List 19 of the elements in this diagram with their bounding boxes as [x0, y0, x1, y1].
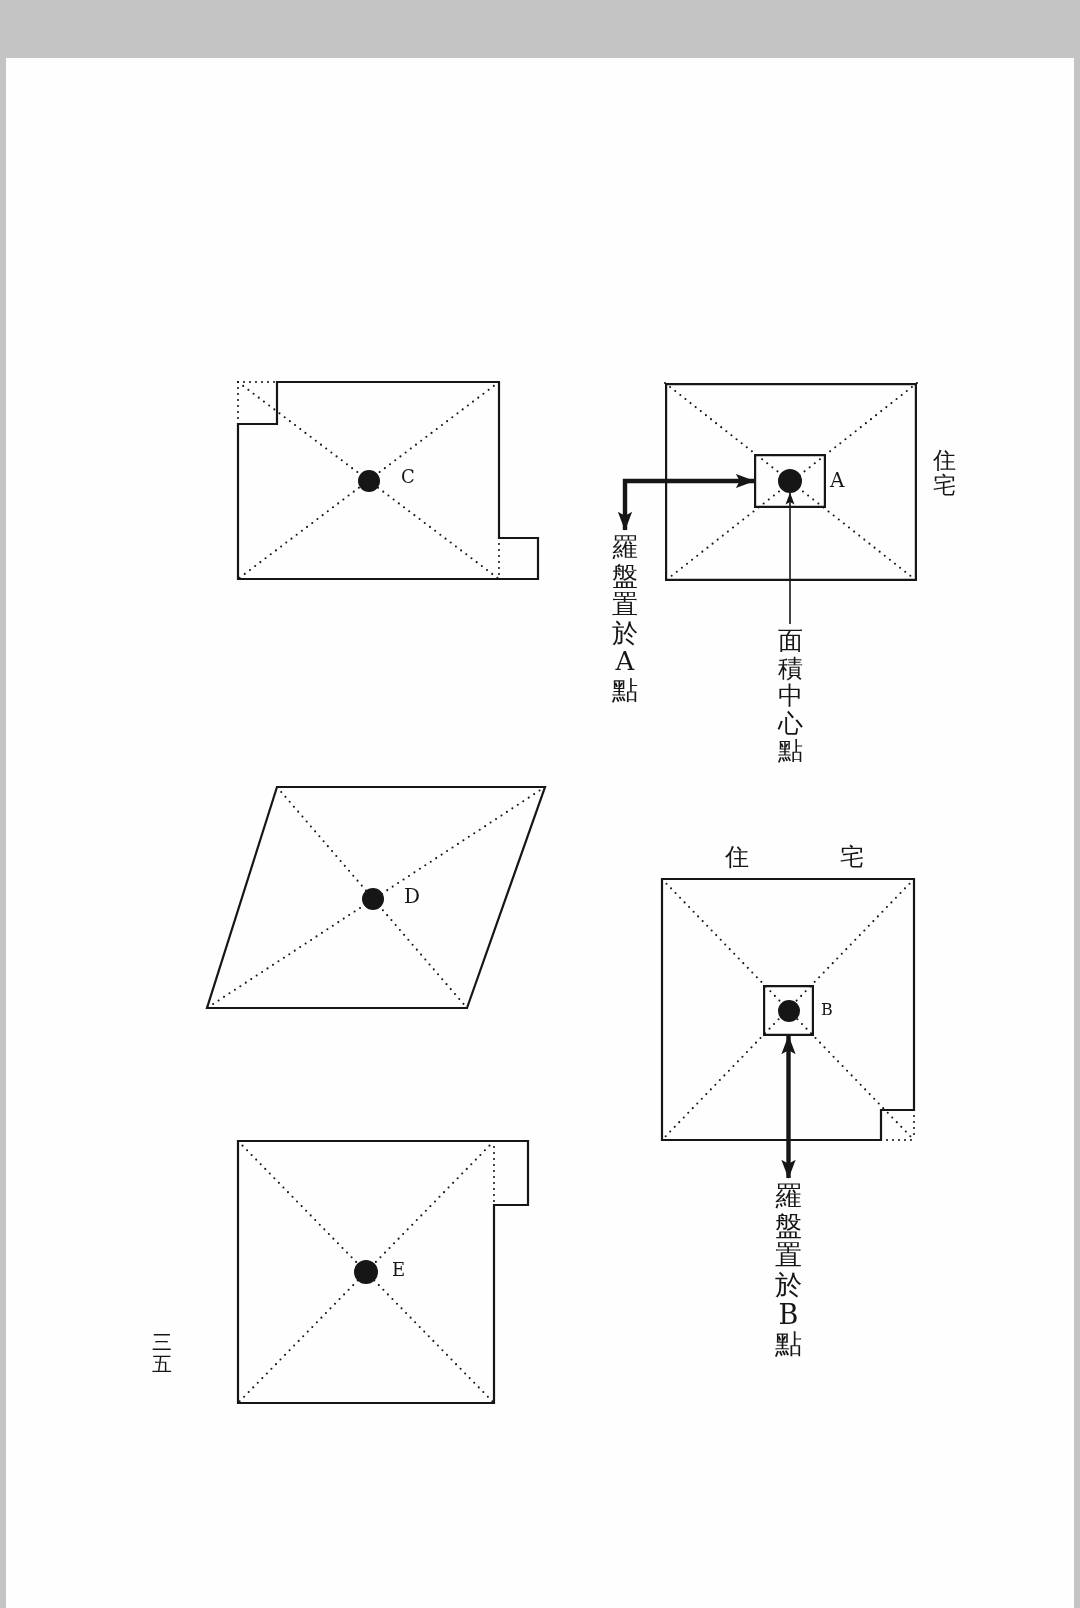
page-number: 三五: [152, 1331, 172, 1375]
center-square: [763, 985, 814, 1036]
building-label: 住宅: [933, 448, 956, 499]
floor-plan-outline: [238, 1141, 528, 1403]
floor-plan-outline: [207, 787, 545, 1008]
point-label: A: [830, 470, 845, 490]
building-label: 住宅: [725, 845, 864, 869]
point-label: D: [404, 886, 421, 906]
arrow: [785, 492, 795, 625]
center-square: [754, 454, 826, 508]
double-arrow: [617, 473, 755, 531]
annotation-text: 羅盤置於B點: [775, 1181, 802, 1360]
annotation-text: 羅盤置於A點: [612, 533, 638, 705]
annotation-text: 面積中心點: [777, 627, 803, 765]
double-arrow: [781, 1035, 796, 1179]
point-label: C: [401, 468, 415, 486]
point-label: E: [392, 1261, 406, 1279]
point-label: B: [821, 1002, 833, 1018]
floor-plan-outline: [238, 382, 538, 579]
